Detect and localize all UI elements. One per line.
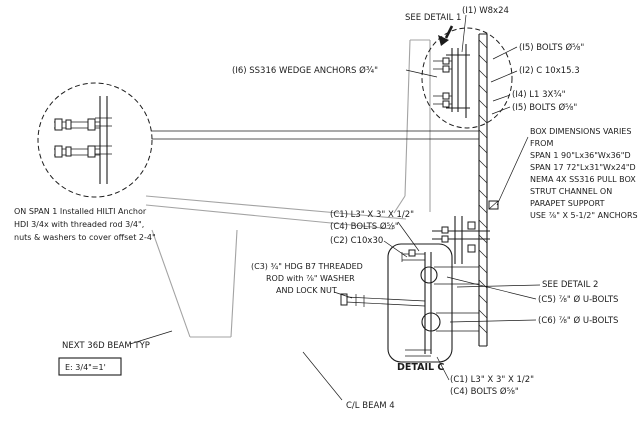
i5-top-label: (I5) BOLTS Ø⅝": [519, 42, 584, 53]
detail-c-box: [387, 243, 479, 363]
anchor-nut-icon: [87, 118, 96, 131]
i2-label: (I2) C 10x15.3: [519, 66, 580, 76]
c3-note: (C3) ¾" HDG B7 THREADED ROD with ⅞" WASH…: [251, 262, 363, 295]
parapet-wall: [393, 39, 431, 214]
i4-label: (I4) L1 3X¾": [512, 90, 566, 100]
note-line: HDI 3/4x with threaded rod 3/4",: [14, 220, 144, 229]
bolt-icon: [442, 65, 450, 73]
c1-bottom-label: (C1) L3" X 3" X 1/2": [450, 375, 534, 385]
note-line: ROD with ⅞" WASHER: [266, 274, 355, 283]
note-line: FROM: [530, 139, 553, 148]
bolt-icon: [441, 235, 449, 243]
box-dimensions-note: BOX DIMENSIONS VARIES FROM SPAN 1 90"Lx3…: [530, 127, 638, 220]
bolt-icon: [442, 92, 450, 100]
detail-c-outline: [387, 243, 453, 363]
note-line: BOX DIMENSIONS VARIES: [530, 127, 631, 136]
hilti-anchor-balloon: [37, 82, 153, 198]
wall-bracket: [432, 216, 490, 264]
leader-lines: [129, 14, 541, 401]
bridge-deck: [145, 195, 407, 230]
note-line: NEMA 4X SS316 PULL BOX: [530, 175, 636, 184]
c1-mid-label: (C1) L3" X 3" X 1/2": [330, 210, 414, 220]
c4-bottom-label: (C4) BOLTS Ø⅝": [450, 386, 519, 397]
anchor-washer-icon: [65, 119, 72, 130]
see-detail-1-arrow: [438, 25, 454, 46]
bolt-icon: [442, 57, 450, 65]
anchor-washer-icon: [65, 146, 72, 157]
u-bolt-bottom: [421, 312, 441, 332]
detail-c-title: DETAIL C: [397, 362, 444, 373]
strut-channel: [478, 33, 499, 347]
note-line: (C3) ¾" HDG B7 THREADED: [251, 262, 363, 271]
note-line: STRUT CHANNEL ON: [530, 187, 612, 196]
bolt-icon: [408, 249, 416, 257]
rod-end-nut-icon: [340, 293, 348, 306]
detail-1-balloon: [421, 27, 513, 129]
note-line: ON SPAN 1 Installed HILTI Anchor: [14, 207, 147, 216]
anchor-nut-icon: [87, 145, 96, 158]
c4-mid-label: (C4) BOLTS Ø⅝": [330, 221, 399, 232]
note-line: PARAPET SUPPORT: [530, 199, 605, 208]
scale-tag: E: 3/4"=1': [58, 357, 122, 376]
scale-tag-text: E: 3/4"=1': [65, 363, 106, 372]
scale-tag-box: [58, 357, 122, 376]
u-bolt-top: [420, 266, 438, 284]
anchor-projection-rods: [151, 130, 479, 140]
note-line: SPAN 17 72"Lx31"Wx24"D: [530, 163, 636, 172]
c2-label: (C2) C10x30: [330, 236, 383, 246]
i6-label: (I6) SS316 WEDGE ANCHORS Ø¾": [232, 65, 378, 76]
c5-label: (C5) ⅞" Ø U-BOLTS: [538, 294, 618, 305]
i1-label: (I1) W8x24: [462, 6, 509, 16]
anchor-detail-circle: [37, 82, 153, 198]
i5-bottom-label: (I5) BOLTS Ø⅝": [512, 102, 577, 113]
note-line: USE ⅞" X 5-1/2" ANCHORS: [530, 211, 638, 220]
bolt-icon: [467, 221, 476, 230]
threaded-rod: [340, 293, 426, 307]
cl-beam-label: C/L BEAM 4: [346, 401, 395, 411]
detail-1-circle: [421, 27, 513, 129]
note-line: SPAN 1 90"Lx36"Wx36"D: [530, 151, 631, 160]
note-line: nuts & washers to cover offset 2-4": [14, 233, 156, 242]
hilti-note: ON SPAN 1 Installed HILTI Anchor HDI 3/4…: [14, 207, 156, 242]
note-line: AND LOCK NUT: [276, 286, 337, 295]
next-beam-label: NEXT 36D BEAM TYP: [62, 341, 150, 351]
concrete-beam-section: [151, 229, 238, 338]
anchor-nut-icon: [54, 118, 63, 131]
c6-label: (C6) ⅞" Ø U-BOLTS: [538, 315, 618, 326]
see-detail-2-label: SEE DETAIL 2: [542, 280, 598, 290]
bolt-icon: [467, 244, 476, 253]
bolt-icon: [442, 100, 450, 108]
see-detail-1-label: SEE DETAIL 1: [405, 13, 461, 23]
bolt-icon: [441, 226, 449, 234]
anchor-nut-icon: [54, 145, 63, 158]
